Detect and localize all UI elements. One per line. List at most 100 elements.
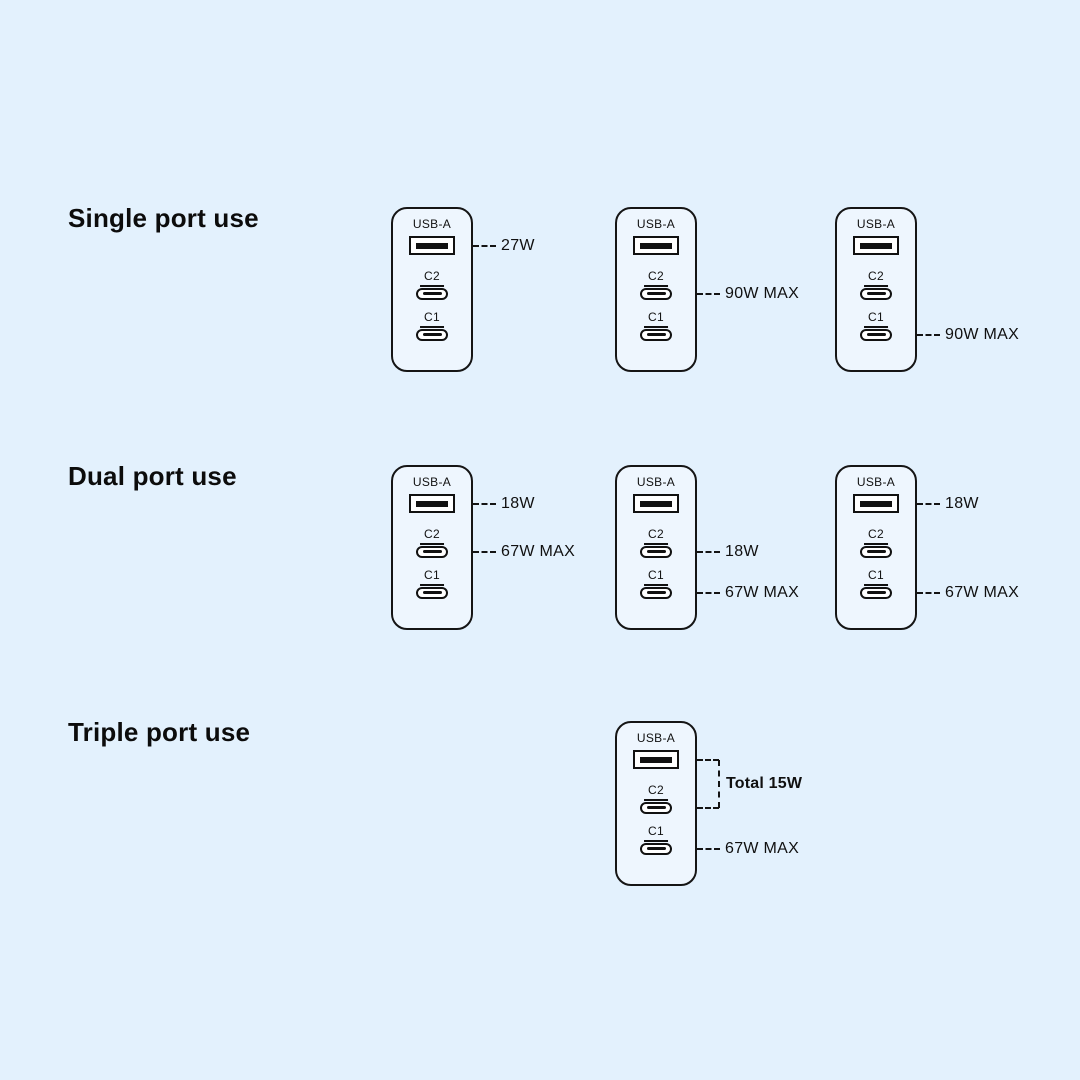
section-label-single-port: Single port use — [68, 203, 259, 233]
bracket-line-top — [697, 758, 719, 761]
usb-c2-port-label: C2 — [644, 527, 668, 545]
usb-a-port — [853, 493, 899, 513]
usb-c1-pin — [422, 333, 442, 336]
usb-a-pin — [640, 500, 672, 507]
usb-a-port — [409, 493, 455, 513]
usb-a-port — [633, 749, 679, 769]
section-label-dual-port: Dual port use — [68, 461, 237, 491]
usb-c2-port-label: C2 — [420, 527, 444, 545]
power-callout-label: 67W MAX — [725, 584, 800, 601]
usb-c1-port-label: C1 — [420, 310, 444, 328]
usb-c2-pin — [866, 550, 886, 553]
usb-a-port-label: USB-A — [412, 217, 452, 231]
usb-c2-port — [640, 801, 672, 814]
callout-dashed-line — [473, 502, 496, 505]
callout-dashed-line — [697, 848, 720, 850]
usb-a-pin — [416, 500, 448, 507]
callout-dashed-line — [917, 592, 940, 594]
usb-c2-port-label: C2 — [644, 269, 668, 287]
power-callout-label: 67W MAX — [501, 543, 576, 560]
charger-triple-1-callout-c1: 67W MAX — [697, 840, 799, 858]
usb-c2-pin — [646, 806, 666, 809]
usb-c1-port — [640, 842, 672, 855]
charger-dual-2-callout-c2: 18W — [697, 543, 759, 561]
callout-dashed-line — [473, 551, 496, 553]
power-callout-label: 90W MAX — [945, 326, 1020, 343]
charger-dual-3-callout-c1: 67W MAX — [917, 584, 1019, 602]
usb-a-pin — [640, 756, 672, 763]
usb-c2-port — [860, 545, 892, 558]
charger-dual-1-callout-c2: 67W MAX — [473, 543, 575, 561]
usb-c1-pin — [866, 333, 886, 336]
usb-c1-port — [860, 328, 892, 341]
callout-dashed-line — [697, 592, 720, 594]
usb-c1-port-label: C1 — [644, 568, 668, 586]
power-callout-label: 18W — [945, 494, 979, 512]
callout-dashed-line — [917, 502, 940, 505]
usb-c2-port-label: C2 — [864, 527, 888, 545]
usb-a-port — [633, 493, 679, 513]
usb-a-port-label: USB-A — [856, 475, 896, 489]
usb-c1-pin — [646, 847, 666, 850]
power-callout-label: Total 15W — [726, 774, 803, 792]
usb-c2-port — [416, 287, 448, 300]
usb-c2-pin — [422, 292, 442, 295]
usb-c1-port — [640, 328, 672, 341]
usb-c2-port — [416, 545, 448, 558]
usb-a-port-label: USB-A — [636, 731, 676, 745]
usb-a-port — [633, 235, 679, 255]
usb-c1-port-label: C1 — [420, 568, 444, 586]
usb-c1-pin — [646, 333, 666, 336]
power-callout-label: 27W — [501, 236, 535, 254]
usb-a-port-label: USB-A — [636, 217, 676, 231]
usb-c1-port-label: C1 — [644, 310, 668, 328]
power-callout-label: 67W MAX — [725, 840, 800, 857]
usb-c2-pin — [422, 550, 442, 553]
bracket-line-vertical — [718, 759, 720, 808]
charger-single-3-callout-c1: 90W MAX — [917, 326, 1019, 344]
usb-c2-port-label: C2 — [864, 269, 888, 287]
usb-c1-pin — [422, 591, 442, 594]
usb-a-port-label: USB-A — [412, 475, 452, 489]
usb-c1-port — [416, 586, 448, 599]
usb-a-port-label: USB-A — [856, 217, 896, 231]
callout-dashed-line — [697, 551, 720, 553]
usb-c1-pin — [866, 591, 886, 594]
power-callout-label: 90W MAX — [725, 285, 800, 302]
callout-dashed-line — [473, 244, 496, 247]
power-callout-label: 18W — [501, 494, 535, 512]
usb-a-port — [409, 235, 455, 255]
usb-c1-pin — [646, 591, 666, 594]
power-callout-label: 18W — [725, 543, 759, 560]
section-label-triple-port: Triple port use — [68, 717, 251, 747]
power-callout-label: 67W MAX — [945, 584, 1020, 601]
usb-c2-pin — [866, 292, 886, 295]
charger-single-2-callout-c2: 90W MAX — [697, 285, 799, 303]
charger-dual-2-callout-c1: 67W MAX — [697, 584, 799, 602]
usb-a-pin — [860, 242, 892, 249]
usb-c2-pin — [646, 292, 666, 295]
usb-a-pin — [416, 242, 448, 249]
usb-c1-port — [640, 586, 672, 599]
usb-a-port-label: USB-A — [636, 475, 676, 489]
usb-c2-port-label: C2 — [420, 269, 444, 287]
usb-c1-port-label: C1 — [864, 568, 888, 586]
usb-a-pin — [860, 500, 892, 507]
charger-single-1-callout-usb_a: 27W — [473, 237, 535, 255]
usb-c1-port — [860, 586, 892, 599]
usb-c2-port — [860, 287, 892, 300]
usb-c1-port-label: C1 — [864, 310, 888, 328]
callout-dashed-line — [917, 334, 940, 336]
usb-c1-port — [416, 328, 448, 341]
usb-c2-port-label: C2 — [644, 783, 668, 801]
usb-c2-port — [640, 545, 672, 558]
charger-dual-3-callout-usb_a: 18W — [917, 495, 979, 513]
